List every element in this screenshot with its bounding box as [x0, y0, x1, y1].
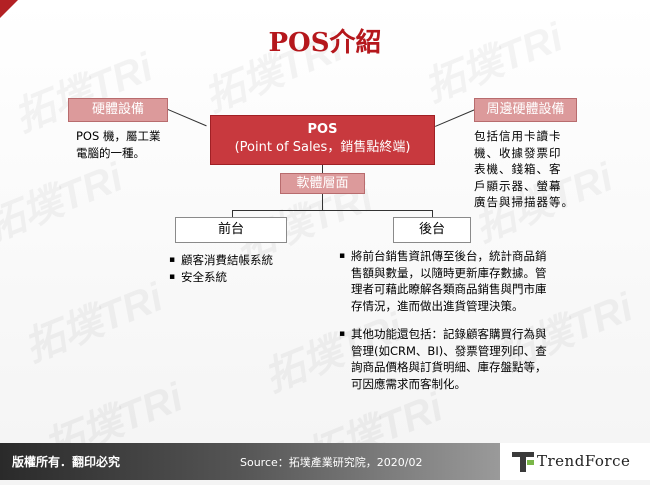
- pos-title: POS: [307, 122, 338, 137]
- peripheral-desc-line: 表機、錢箱、客: [474, 162, 562, 176]
- connector-to-backend: [432, 210, 433, 217]
- hardware-desc-line: 電腦的一種。: [76, 145, 145, 160]
- software-box: 軟體層面: [280, 173, 365, 194]
- software-label: 軟體層面: [296, 176, 349, 191]
- pos-box: POS (Point of Sales，銷售點終端): [210, 115, 435, 165]
- hardware-label: 硬體設備: [91, 102, 144, 117]
- backend-item-line: 將前台銷售資訊傳至後台，統計商品銷: [351, 249, 547, 263]
- frontend-label: 前台: [217, 222, 244, 237]
- trendforce-logo: TrendForce: [512, 450, 647, 474]
- page-title: POS介紹: [268, 28, 382, 58]
- pos-subtitle: (Point of Sales，銷售點終端): [234, 140, 411, 155]
- backend-item: 將前台銷售資訊傳至後台，統計商品銷 售額與數量，以隨時更新庫存數據。管 理者可藉…: [339, 248, 588, 314]
- backend-list: 將前台銷售資訊傳至後台，統計商品銷 售額與數量，以隨時更新庫存數據。管 理者可藉…: [338, 248, 588, 392]
- peripheral-desc-line: 機、收據發票印: [474, 145, 562, 160]
- copyright-text: 版權所有．翻印必究: [12, 455, 121, 469]
- backend-item-line: 售額與數量，以隨時更新庫存數據。管: [351, 265, 547, 280]
- peripheral-desc-line: 包括信用卡讀卡: [474, 129, 562, 143]
- trendforce-logo-icon: [512, 452, 534, 472]
- backend-label: 後台: [418, 222, 445, 237]
- hardware-box: 硬體設備: [68, 98, 168, 122]
- trendforce-logo-text: TrendForce: [537, 452, 631, 470]
- backend-item-line: 其他功能還包括：記錄顧客購買行為與: [351, 327, 547, 341]
- backend-box: 後台: [393, 217, 471, 243]
- peripheral-box: 周邊硬體設備: [474, 98, 577, 122]
- peripheral-desc-line: 廣告與掃描器等。: [474, 195, 574, 209]
- peripheral-desc-line: 戶顯示器、螢幕: [474, 178, 562, 193]
- hardware-description: POS 機，屬工業 電腦的一種。: [76, 128, 201, 161]
- peripheral-label: 周邊硬體設備: [486, 102, 565, 117]
- backend-item-line: 存情況，進而做出進貨管理決策。: [351, 298, 524, 313]
- hardware-desc-line: POS 機，屬工業: [76, 129, 161, 143]
- frontend-list: 顧客消費結帳系統 安全系統: [168, 252, 318, 285]
- backend-item-line: 可因應需求而客制化。: [351, 376, 466, 391]
- connector-horizontal: [232, 210, 432, 211]
- footer-copyright-area: 版權所有．翻印必究: [0, 443, 240, 480]
- footer-source-area: Source：拓墣產業研究院，2020/02: [240, 443, 500, 480]
- connector-software-down: [322, 194, 323, 210]
- peripheral-description: 包括信用卡讀卡 機、收據發票印 表機、錢箱、客 戶顯示器、螢幕 廣告與掃描器等。: [474, 128, 594, 211]
- frontend-item: 顧客消費結帳系統: [169, 252, 318, 269]
- connector-pos-software: [322, 165, 323, 173]
- backend-item: 其他功能還包括：記錄顧客購買行為與 管理(如CRM、BI)、發票管理列印、查 詢…: [339, 326, 588, 392]
- frontend-item: 安全系統: [169, 269, 318, 286]
- source-text: Source：拓墣產業研究院，2020/02: [240, 456, 423, 469]
- corner-accent: [0, 0, 18, 18]
- backend-item-line: 理者可藉此瞭解各類商品銷售與門市庫: [351, 282, 547, 296]
- backend-item-line: 詢商品價格與訂貨明細、庫存盤點等，: [351, 360, 547, 374]
- frontend-box: 前台: [175, 217, 287, 243]
- connector-to-frontend: [232, 210, 233, 217]
- backend-item-line: 管理(如CRM、BI)、發票管理列印、查: [351, 343, 547, 358]
